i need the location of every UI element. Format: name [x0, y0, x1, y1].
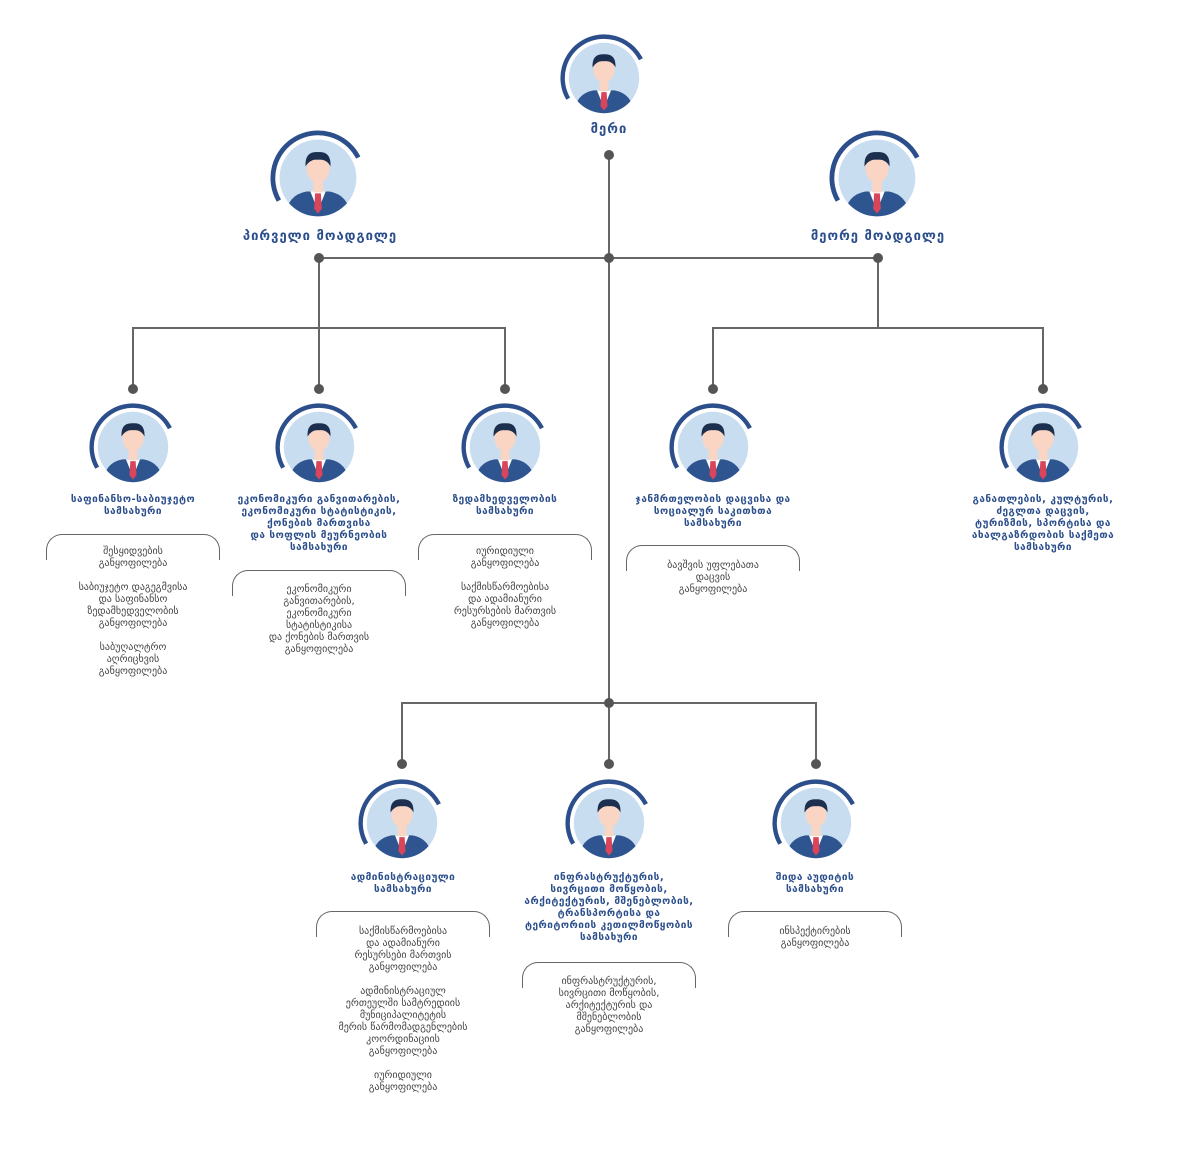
sub-unit: საქმისწარმოებისა და ადამიანური რესურსები…: [453, 582, 557, 629]
finance-subs-bracket: [46, 534, 220, 560]
sub-unit: საბუღალტრო აღრიცხვის განყოფილება: [98, 642, 168, 677]
deputy2-title: მეორე მოადგილე: [810, 229, 946, 244]
connector-dot: [128, 384, 138, 394]
deputy1-avatar-icon: [270, 130, 366, 226]
health-subs-bracket: [626, 545, 800, 571]
sub-unit: ბავშვის უფლებათა დაცვის განყოფილება: [667, 560, 759, 595]
connector: [132, 327, 506, 389]
admin-subs-bracket: [316, 911, 490, 937]
sub-unit: იურიდიული განყოფილება: [470, 546, 540, 569]
health-subs: ბავშვის უფლებათა დაცვის განყოფილება: [613, 560, 813, 608]
admin-title: ადმინისტრაციული სამსახური: [350, 872, 456, 895]
sub-unit: ინფრასტრუქტურის, სივრცითი მოწყობის, არქი…: [558, 976, 660, 1035]
economy-subs: ეკონომიკური განვითარების, ეკონომიკური სტ…: [219, 584, 419, 668]
health-title: ჯანმრთელობის დაცვისა და სოციალურ საკითხთ…: [635, 494, 791, 529]
mayor-avatar-icon: [560, 34, 648, 122]
economy-avatar-icon: [275, 403, 363, 491]
health-avatar-icon: [669, 403, 757, 491]
finance-avatar-icon: [89, 403, 177, 491]
sub-unit: ადმინისტრაციულ ერთეულში სამტრედიის მუნიც…: [338, 986, 468, 1057]
audit-subs-bracket: [728, 911, 902, 937]
connector-dot: [314, 253, 324, 263]
sub-unit: შესყიდვების განყოფილება: [98, 546, 168, 569]
economy-title: ეკონომიკური განვითარების, ეკონომიკური სტ…: [237, 494, 401, 553]
sub-unit: ეკონომიკური განვითარების, ეკონომიკური სტ…: [268, 584, 370, 655]
education-avatar-icon: [999, 403, 1087, 491]
infra-subs-bracket: [522, 962, 696, 988]
finance-subs: შესყიდვების განყოფილება საბიუჯეტო დაგეგმ…: [33, 546, 233, 690]
connector-dot: [397, 759, 407, 769]
sub-unit: საქმისწარმოებისა და ადამიანური რესურსები…: [354, 926, 452, 973]
audit-subs: ინსპექტირების განყოფილება: [715, 926, 915, 962]
infra-avatar-icon: [565, 779, 653, 867]
connector-dot: [873, 253, 883, 263]
connector-dot: [811, 759, 821, 769]
supervision-subs: იურიდიული განყოფილება საქმისწარმოებისა დ…: [405, 546, 605, 642]
connector-dot: [604, 759, 614, 769]
supervision-subs-bracket: [418, 534, 592, 560]
infra-title: ინფრასტრუქტურის, სივრცითი მოწყობის, არქი…: [524, 872, 694, 943]
sub-unit: იურიდიული განყოფილება: [368, 1070, 438, 1093]
audit-title: შიდა აუდიტის სამსახური: [775, 872, 855, 895]
sub-unit: ინსპექტირების განყოფილება: [779, 926, 851, 949]
finance-title: საფინანსო-საბიუჯეტო სამსახური: [70, 494, 196, 517]
supervision-title: ზედამხედველობის სამსახური: [452, 494, 558, 517]
connector-dot: [314, 384, 324, 394]
infra-subs: ინფრასტრუქტურის, სივრცითი მოწყობის, არქი…: [509, 976, 709, 1048]
connector-dot: [1038, 384, 1048, 394]
deputy1-title: პირველი მოადგილე: [242, 229, 398, 244]
connector-dot: [604, 150, 614, 160]
education-title: განათლების, კულტურის, ძეგლთა დაცვის, ტურ…: [971, 494, 1115, 553]
economy-subs-bracket: [232, 570, 406, 596]
admin-subs: საქმისწარმოებისა და ადამიანური რესურსები…: [303, 926, 503, 1106]
connector-dot: [604, 253, 614, 263]
sub-unit: საბიუჯეტო დაგეგმვისა და საფინანსო ზედამხ…: [78, 582, 188, 629]
admin-avatar-icon: [358, 779, 446, 867]
deputy2-avatar-icon: [829, 130, 925, 226]
connector-dot: [604, 698, 614, 708]
connector-dot: [708, 384, 718, 394]
connector-dot: [500, 384, 510, 394]
audit-avatar-icon: [772, 779, 860, 867]
connector: [712, 327, 1044, 389]
mayor-title: მერი: [590, 122, 628, 137]
supervision-avatar-icon: [461, 403, 549, 491]
